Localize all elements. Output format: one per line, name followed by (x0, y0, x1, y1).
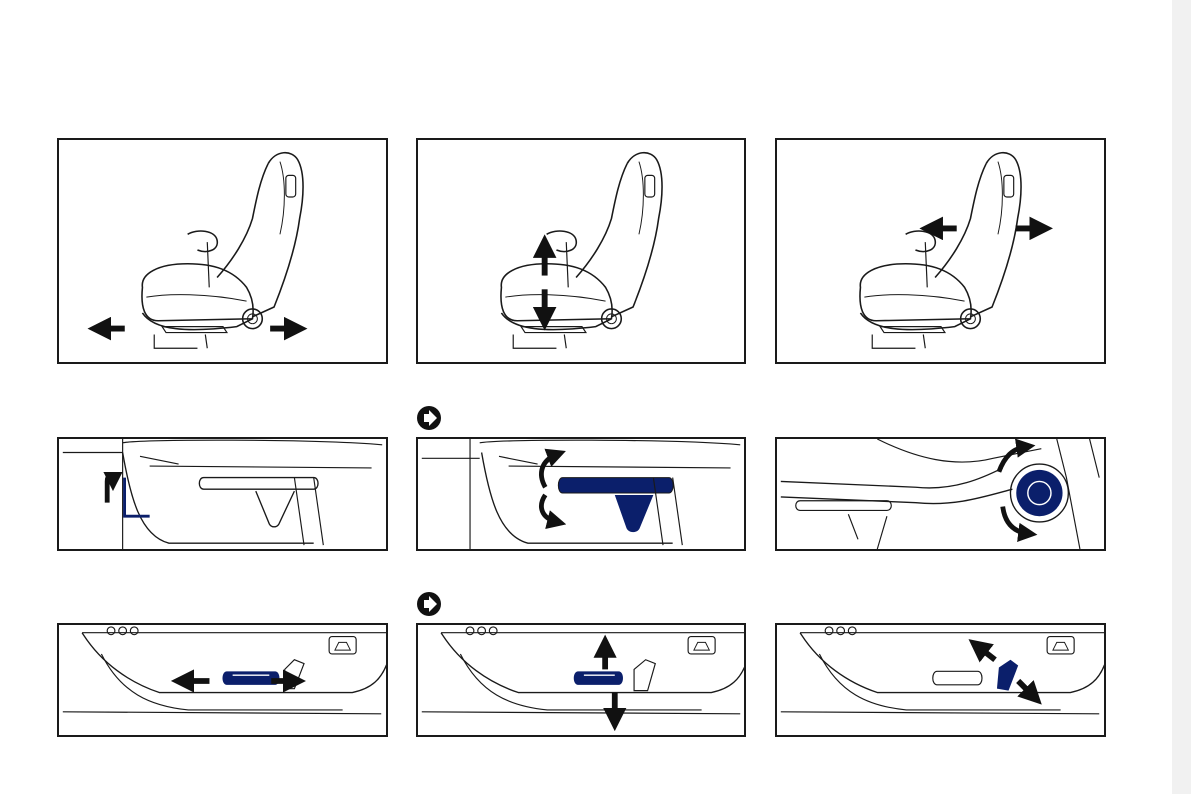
curved-arrow-up-icon (541, 454, 556, 487)
curved-arrow-up-icon (999, 447, 1026, 472)
arrow-up-icon (107, 476, 113, 503)
next-arrow-icon[interactable] (416, 405, 442, 431)
backrest-angle-adjustment-illustration (775, 138, 1106, 364)
electric-longitudinal-switch-illustration (57, 623, 388, 737)
arrow-diagonal-down-right-icon (1018, 681, 1033, 696)
seat-longitudinal-adjustment-illustration (57, 138, 388, 364)
arrow-diagonal-up-left-icon (978, 646, 995, 660)
next-arrow-icon[interactable] (416, 591, 442, 617)
electric-height-switch-illustration (416, 623, 746, 737)
manual-longitudinal-lever-illustration (57, 437, 388, 551)
curved-arrow-down-icon (541, 495, 556, 522)
manual-height-lever-illustration (416, 437, 746, 551)
curved-arrow-down-icon (1003, 507, 1028, 534)
scrollbar-track[interactable] (1172, 0, 1191, 794)
electric-backrest-switch-illustration (775, 623, 1106, 737)
manual-backrest-knob-illustration (775, 437, 1106, 551)
seat-height-adjustment-illustration (416, 138, 746, 364)
